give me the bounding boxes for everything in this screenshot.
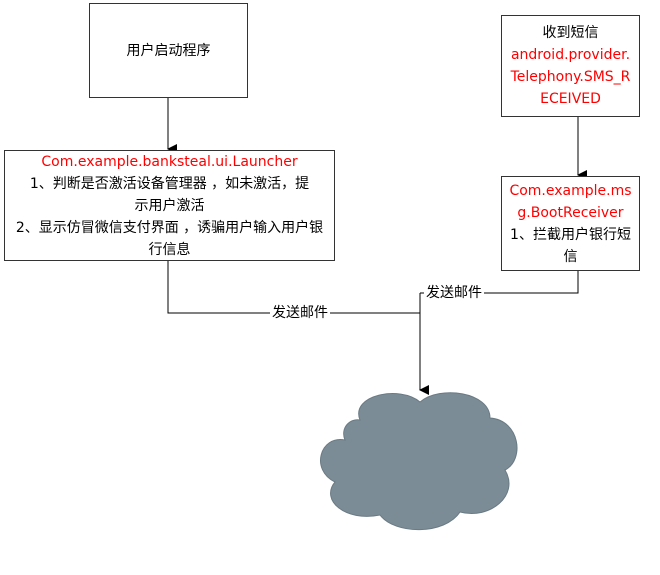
launcher-class-name: Com.example.banksteal.ui.Launcher — [41, 153, 298, 170]
edge-label-left: 发送邮件 — [270, 304, 330, 322]
launcher-step-1: 1、判断是否激活设备管理器 ，如未激活，提示用户激活 — [29, 175, 310, 214]
sms-text: 收到短信 — [542, 25, 599, 41]
node-launcher: Com.example.banksteal.ui.Launcher 1、判断是否… — [4, 150, 335, 261]
node-sms: 收到短信 android.provider.Telephony.SMS_RECE… — [501, 15, 640, 117]
cloud-icon — [320, 392, 518, 531]
edge-label-right: 发送邮件 — [424, 284, 484, 302]
node-receiver: Com.example.msg.BootReceiver 1、拦截用户银行短信 — [501, 176, 640, 271]
sms-action: android.provider.Telephony.SMS_RECEIVED — [510, 47, 631, 107]
receiver-class-name: Com.example.msg.BootReceiver — [509, 182, 632, 221]
launcher-step-2: 2、显示仿冒微信支付界面 ，诱骗用户输入用户银行信息 — [15, 219, 324, 258]
node-start: 用户启动程序 — [89, 3, 248, 98]
edge-launcher-to-cloud — [167, 260, 420, 314]
receiver-step-1: 1、拦截用户银行短信 — [510, 226, 631, 265]
node-start-text: 用户启动程序 — [126, 42, 211, 59]
